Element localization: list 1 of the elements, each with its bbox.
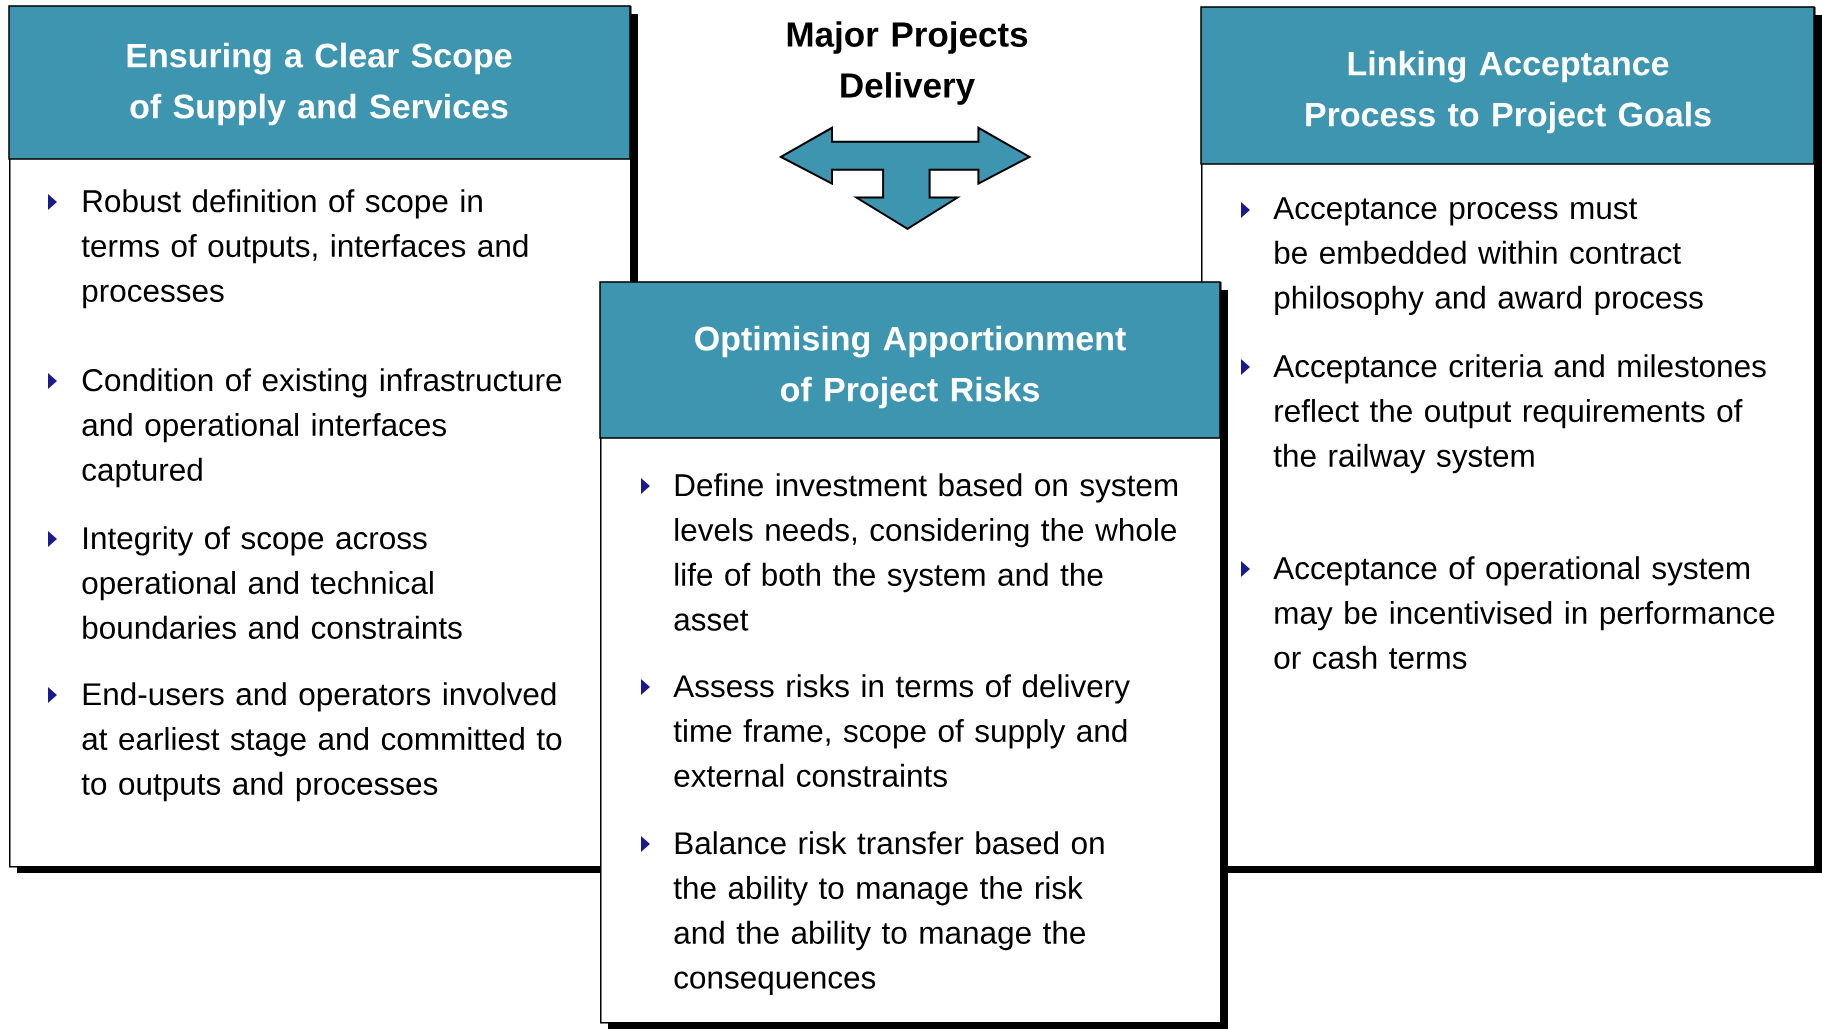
title: Major Projects Delivery bbox=[787, 21, 1028, 105]
